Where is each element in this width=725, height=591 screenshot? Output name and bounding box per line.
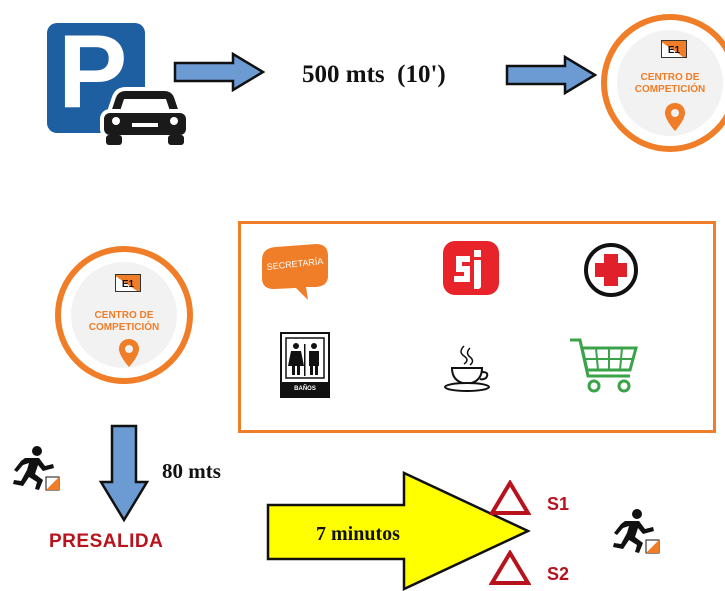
distance-parking-label: 500 mts (10') bbox=[302, 61, 446, 88]
restroom-icon: BAÑOS bbox=[280, 332, 330, 398]
car-icon bbox=[100, 87, 190, 145]
orienteering-flag-icon: E1 bbox=[661, 40, 687, 58]
yellow-arrow-icon bbox=[266, 471, 531, 591]
first-aid-icon bbox=[584, 243, 638, 297]
warning-triangle-icon bbox=[489, 550, 531, 585]
start-s2-label: S2 bbox=[547, 564, 570, 584]
shopping-cart-icon bbox=[570, 338, 638, 393]
start-s1-label: S1 bbox=[547, 494, 570, 514]
sportident-icon bbox=[443, 241, 499, 295]
centro-competicion-badge: E1 CENTRO DE COMPETICIÓN bbox=[55, 246, 193, 384]
parking-sign: P bbox=[32, 14, 202, 165]
location-pin-icon bbox=[665, 103, 685, 131]
orienteering-flag-icon: E1 bbox=[115, 274, 141, 292]
centro-line2: COMPETICIÓN bbox=[88, 321, 160, 333]
location-pin-icon bbox=[119, 339, 139, 367]
services-box bbox=[238, 221, 716, 433]
centro-line1: CENTRO DE bbox=[94, 310, 154, 321]
minutes-label: 7 minutos bbox=[316, 523, 400, 545]
orienteering-runner-icon bbox=[5, 444, 61, 494]
arrow-right-icon bbox=[173, 52, 265, 92]
centro-line1: CENTRO DE bbox=[640, 72, 700, 83]
arrow-right-icon bbox=[505, 55, 597, 95]
warning-triangle-icon bbox=[489, 480, 531, 515]
secretaria-icon: SECRETARÍA bbox=[258, 242, 330, 304]
coffee-cup-icon bbox=[444, 345, 490, 392]
presalida-label: PRESALIDA bbox=[49, 531, 164, 552]
centro-line2: COMPETICIÓN bbox=[634, 83, 706, 95]
orienteering-runner-icon bbox=[605, 507, 661, 557]
centro-competicion-badge-top: E1 CENTRO DE COMPETICIÓN bbox=[601, 14, 725, 152]
arrow-down-icon bbox=[99, 424, 149, 523]
distance-presalida-label: 80 mts bbox=[162, 459, 221, 483]
